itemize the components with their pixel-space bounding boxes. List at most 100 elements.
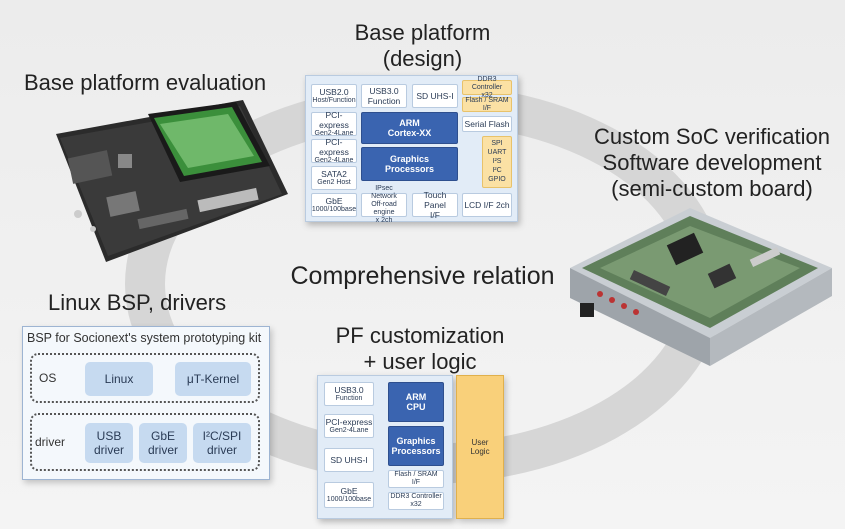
pf-arm-title: ARM	[405, 392, 427, 402]
i2s-text: I²S	[492, 157, 502, 165]
center-label: Comprehensive relation	[290, 262, 555, 290]
usb-driver-line2: driver	[93, 443, 124, 457]
pcie2-title: PCI-express	[319, 137, 349, 157]
usb30-title: USB3.0	[369, 86, 399, 96]
i2c-driver-line2: driver	[206, 443, 237, 457]
pf-gbe-sub: 1000/100base	[326, 496, 372, 503]
pcie1-sub: Gen2-4Lane	[314, 130, 354, 137]
ipsec-sub: Off-road engine	[371, 201, 397, 216]
gpu-title: Graphics	[389, 154, 429, 164]
os-label: OS	[39, 371, 57, 385]
serial-flash-text: Serial Flash	[464, 119, 510, 129]
pf-ddr3-title: DDR3 Controller	[390, 493, 442, 500]
usb20-title: USB2.0	[319, 87, 349, 97]
gpu-sub: Processors	[384, 164, 435, 174]
periph-block: SPI UART I²S I²C GPIO	[482, 136, 512, 188]
driver-group	[30, 413, 260, 471]
custom-line2: Software development	[602, 150, 822, 175]
pf-pcie-title: PCI-express	[325, 417, 373, 427]
uart-text: UART	[487, 148, 507, 156]
pf-label: PF customization + user logic	[300, 323, 540, 375]
gbe-driver-line2: driver	[147, 443, 178, 457]
ddr3-title: DDR3 Controller	[471, 75, 503, 91]
spi-text: SPI	[491, 139, 503, 147]
pf-flash-title: Flash / SRAM	[394, 471, 438, 478]
user-logic-line2: Logic	[470, 447, 490, 456]
ipsec-title: IPsec Network	[371, 185, 397, 200]
usb20-sub: Host/Function	[312, 97, 356, 104]
flash-sub: I/F	[482, 104, 492, 112]
base-design-line2: (design)	[382, 46, 463, 71]
custom-label: Custom SoC verification Software develop…	[584, 124, 840, 202]
custom-line3: (semi-custom board)	[611, 176, 813, 201]
i2c-text: I²C	[492, 167, 502, 175]
sd-block: SD UHS-I	[412, 84, 458, 108]
user-logic-block: User Logic	[456, 375, 504, 519]
os-group	[30, 353, 260, 403]
linux-box: Linux	[85, 362, 153, 396]
pf-arm-sub: CPU	[406, 402, 426, 412]
base-eval-label: Base platform evaluation	[24, 70, 267, 95]
flash-title: Flash / SRAM	[465, 96, 509, 104]
gbe-sub: 1000/100base	[311, 206, 357, 213]
pf-gbe-title: GbE	[340, 486, 358, 496]
pf-line1: PF customization	[335, 323, 505, 348]
base-design-label: Base platform (design)	[300, 20, 545, 72]
sata-title: SATA2	[321, 169, 347, 179]
pf-line2: + user logic	[363, 349, 477, 374]
bsp-panel: BSP for Socionext's system prototyping k…	[22, 326, 270, 480]
sata-sub: Gen2 Host	[317, 179, 351, 186]
sd-text: SD UHS-I	[416, 91, 454, 101]
pf-gpu-title: Graphics	[396, 436, 436, 446]
pf-ddr3-sub: x32	[410, 501, 422, 508]
usb30-sub: Function	[367, 96, 401, 106]
bsp-title: BSP for Socionext's system prototyping k…	[27, 331, 262, 345]
evaluation-board-image	[56, 100, 288, 262]
i2c-driver-line1: I²C/SPI	[202, 429, 242, 443]
pf-gpu-sub: Processors	[391, 446, 441, 456]
lcd-block: LCD I/F 2ch	[462, 193, 512, 217]
lcd-text: LCD I/F 2ch	[464, 200, 510, 210]
ipsec-sub2: x 2ch	[375, 217, 393, 224]
pf-sd-block: SD UHS-I	[324, 448, 374, 472]
custom-line1: Custom SoC verification	[594, 124, 830, 149]
pcie2-sub: Gen2-4Lane	[314, 157, 354, 164]
gbe-title: GbE	[325, 196, 343, 206]
pf-pcie-sub: Gen2-4Lane	[329, 427, 369, 434]
usb-driver-line1: USB	[96, 429, 122, 443]
gpio-text: GPIO	[488, 176, 506, 184]
pf-sd-text: SD UHS-I	[330, 455, 368, 465]
tkernel-box: μT-Kernel	[175, 362, 251, 396]
custom-board-image	[570, 208, 832, 366]
gbe-driver-line1: GbE	[150, 429, 175, 443]
base-design-line1: Base platform	[354, 20, 491, 45]
pf-usb30-sub: Function	[335, 395, 363, 402]
linux-label: Linux BSP, drivers	[48, 290, 227, 315]
driver-label: driver	[35, 435, 66, 449]
pf-flash-sub: I/F	[411, 479, 421, 486]
